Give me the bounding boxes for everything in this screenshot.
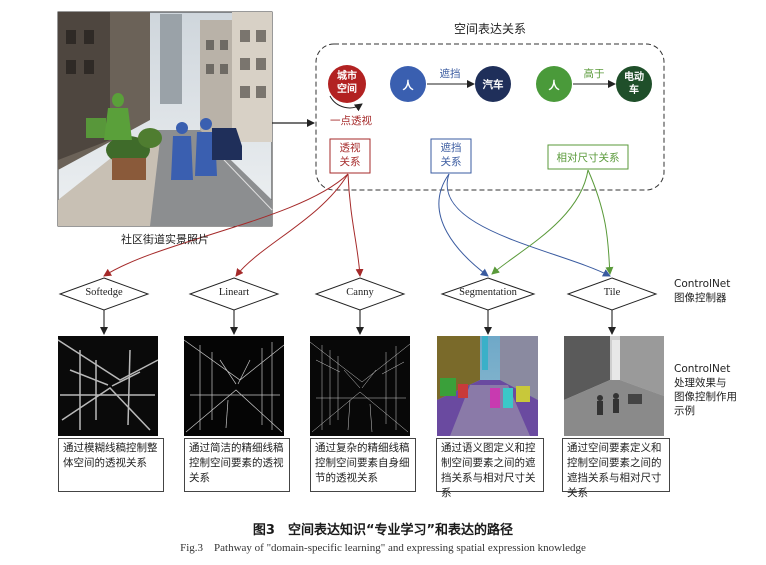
occlusion-arrow-label: 遮挡 bbox=[439, 68, 461, 80]
description-segmentation: 通过语义图定义和控制空间要素之间的遮挡关系与相对尺寸关系 bbox=[436, 438, 544, 499]
effect-side-label: ControlNet 处理效果与 图像控制作用 示例 bbox=[674, 363, 737, 417]
figure-caption-cn: 图3 空间表达知识“专业学习”和表达的路径 bbox=[252, 523, 514, 538]
figure-caption-en: Fig.3 Pathway of "domain-specific learni… bbox=[180, 542, 586, 554]
controller-softedge: Softedge bbox=[85, 287, 123, 298]
taller-arrow-label: 高于 bbox=[583, 68, 605, 80]
controller-segmentation: Segmentation bbox=[459, 287, 517, 298]
segmentation-image bbox=[437, 336, 538, 436]
city-space-circle bbox=[328, 65, 366, 103]
connector-arrows bbox=[103, 169, 614, 277]
diamond-down-arrows bbox=[100, 310, 616, 335]
person-circle-blue bbox=[390, 66, 426, 102]
perspective-relation-label: 透视 关系 bbox=[339, 142, 361, 168]
lineart-image bbox=[183, 336, 285, 436]
spatial-relations-box bbox=[315, 43, 665, 191]
scale-box bbox=[547, 144, 629, 170]
description-canny: 通过复杂的精细线稿控制空间要素自身细节的透视关系 bbox=[310, 438, 416, 492]
person-circle-green bbox=[536, 66, 572, 102]
person-label-blue: 人 bbox=[402, 79, 414, 92]
controller-diamonds bbox=[58, 277, 658, 311]
ebike-label: 电动 车 bbox=[624, 72, 644, 96]
canny-image bbox=[309, 336, 411, 436]
spatial-relations-title: 空间表达关系 bbox=[453, 22, 526, 36]
perspective-box bbox=[329, 138, 371, 174]
one-point-perspective-label: 一点透视 bbox=[330, 115, 372, 127]
ebike-circle bbox=[616, 66, 652, 102]
occlusion-relation-label: 遮挡 关系 bbox=[440, 142, 462, 168]
self-loop-arrow bbox=[329, 95, 363, 112]
description-tile: 通过空间要素定义和控制空间要素之间的遮挡关系与相对尺寸关系 bbox=[562, 438, 670, 499]
photo-caption: 社区街道实景照片 bbox=[121, 233, 209, 246]
car-label: 汽车 bbox=[482, 79, 504, 91]
description-lineart: 通过简洁的精细线稿控制空间要素的透视关系 bbox=[184, 438, 290, 492]
controller-side-label: ControlNet 图像控制器 bbox=[674, 278, 731, 304]
softedge-image bbox=[57, 336, 159, 436]
person-label-green: 人 bbox=[548, 79, 560, 92]
street-photo bbox=[57, 11, 273, 227]
controller-canny: Canny bbox=[346, 287, 374, 298]
car-circle bbox=[475, 66, 511, 102]
tile-image bbox=[564, 336, 664, 436]
occlusion-box bbox=[430, 138, 472, 174]
controller-lineart: Lineart bbox=[218, 287, 250, 298]
scale-relation-label: 相对尺寸关系 bbox=[556, 152, 620, 164]
controller-tile: Tile bbox=[603, 287, 621, 298]
city-space-label: 城市 空间 bbox=[337, 71, 357, 95]
description-softedge: 通过模糊线稿控制整体空间的透视关系 bbox=[58, 438, 164, 492]
